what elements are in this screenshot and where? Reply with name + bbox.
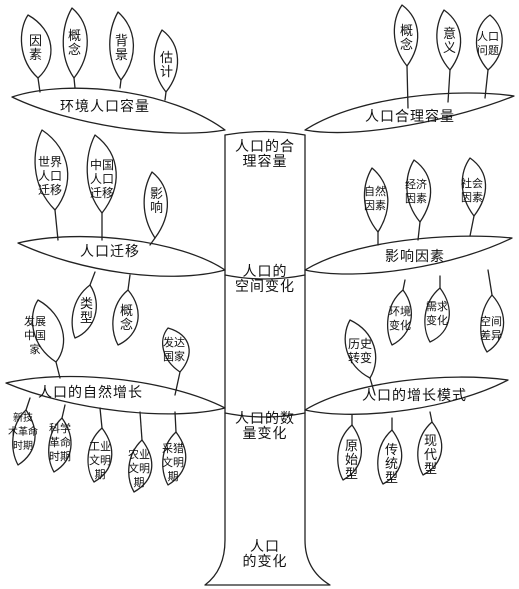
- leaf-label-world-migration: 世界 人口 迁移: [38, 155, 63, 197]
- leaf-label-spatial-difference: 空间 差异: [480, 315, 502, 342]
- branch-leaf-natural-growth: [5, 375, 226, 415]
- leaf-label-demand-change: 需求 变化: [426, 300, 448, 327]
- leaf-group-growth-mode: [337, 319, 443, 485]
- leaf-label-estimate: 估 计: [160, 51, 174, 80]
- leaf-label-developing-countries: 发展 中国 家: [24, 315, 46, 356]
- leaf-label-significance: 意 义: [443, 27, 457, 56]
- leaf-label-hunting-gathering-era: 采猎 文明 期: [162, 442, 184, 483]
- leaf-label-types: 类 型: [80, 297, 94, 326]
- leaf-label-industrial-era: 工业 文明 期: [89, 440, 111, 481]
- branch-title-capacity-env: 环境人口容量: [60, 99, 150, 115]
- leaf-group-capacity-reason: [393, 4, 503, 109]
- leaf-group-natural-growth: [12, 299, 190, 493]
- leaf-label-environment-change: 环境 变化: [389, 305, 411, 332]
- tree-trunk: [204, 130, 331, 586]
- trunk-label-population-change: 人口 的变化: [242, 539, 288, 570]
- branch-leaf-migration: [17, 235, 226, 277]
- branch-leaf-capacity-reason: [304, 92, 515, 134]
- leaf-label-historical-transition: 历史 转变: [348, 337, 373, 365]
- trunk-label-capacity: 人口的合 理容量: [235, 139, 295, 170]
- leaf-label-china-migration: 中国 人口 迁移: [90, 158, 115, 200]
- leaf-label-science-revolution: 科学 革命 时期: [49, 422, 71, 463]
- branch-title-factors: 影响因素: [385, 249, 445, 265]
- leaf-label-agricultural-era: 农业 文明 期: [128, 448, 150, 489]
- leaf-label-factors: 因 素: [29, 34, 43, 63]
- trunk-label-quantity-change: 人口的数 量变化: [235, 411, 295, 442]
- branch-leaf-factors: [304, 235, 513, 275]
- leaf-label-population-issue: 人口 问题: [477, 30, 499, 57]
- leaf-group-capacity-env: [20, 7, 179, 101]
- branch-leaf-capacity-env: [11, 87, 226, 134]
- leaf-label-natural-factors: 自然 因素: [364, 185, 386, 212]
- leaf-group-factors: [363, 157, 505, 353]
- branch-title-capacity-reason: 人口合理容量: [365, 109, 455, 125]
- trunk-label-spatial-change: 人口的 空间变化: [235, 264, 295, 295]
- leaf-label-background: 背 景: [115, 34, 129, 63]
- leaf-label-economic-factors: 经济 因素: [405, 178, 427, 205]
- branch-title-natural-growth: 人口的自然增长: [38, 385, 143, 401]
- leaf-label-concept: 概 念: [68, 29, 82, 58]
- leaf-label-modern-type: 现 代 型: [424, 434, 438, 477]
- branch-leaf-growth-mode: [304, 376, 509, 415]
- leaf-label-new-tech-revolution: 新技 术革命 时期: [8, 413, 38, 452]
- leaf-group-migration: [34, 129, 169, 346]
- branch-title-growth-mode: 人口的增长模式: [362, 388, 467, 404]
- leaf-label-social-factors: 社会 因素: [461, 177, 483, 204]
- leaf-label-primitive-type: 原 始 型: [345, 439, 359, 482]
- leaf-label-traditional-type: 传 统 型: [385, 443, 399, 486]
- leaf-label-concept-3: 概 念: [120, 304, 134, 333]
- leaf-label-developed-countries: 发达 国家: [163, 336, 185, 363]
- leaf-label-concept-2: 概 念: [400, 24, 414, 53]
- leaf-label-impact: 影 响: [150, 187, 164, 216]
- branch-title-migration: 人口迁移: [80, 244, 140, 260]
